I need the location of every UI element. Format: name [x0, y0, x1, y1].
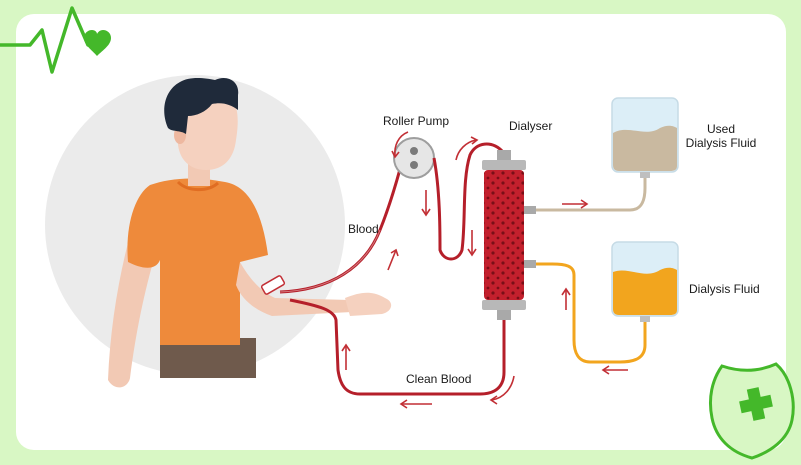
arrow-up-blood	[387, 248, 399, 271]
fresh-fluid-bag	[611, 241, 679, 322]
fresh-fluid-tube	[536, 262, 647, 364]
label-dialyser: Dialyser	[509, 119, 552, 133]
label-clean-blood: Clean Blood	[406, 372, 471, 386]
roller-pump	[393, 137, 435, 179]
arrow-down-tube	[421, 190, 431, 217]
dialyser	[482, 150, 536, 320]
pump-to-dialyser-tube	[432, 142, 505, 261]
arrow-up-clean	[341, 343, 351, 370]
label-used-fluid-line2: Dialysis Fluid	[686, 136, 757, 150]
patient-collar	[176, 180, 220, 192]
arrow-pump-left	[391, 131, 409, 159]
used-fluid-tube	[536, 172, 647, 212]
patient-figure	[108, 77, 392, 388]
arrow-right-used	[562, 199, 589, 209]
patient-hand	[345, 292, 392, 316]
arrow-down-clean	[489, 375, 515, 405]
label-roller-pump: Roller Pump	[383, 114, 449, 128]
arrow-left-clean	[399, 399, 432, 409]
patient-right-arm	[236, 262, 352, 316]
label-used-fluid-line1: Used	[707, 122, 735, 136]
medical-cross-shield-icon	[708, 362, 795, 460]
arrow-up-fresh	[561, 287, 571, 310]
clean-blood-tube	[289, 298, 506, 396]
arrow-left-fresh	[601, 365, 628, 375]
arm-catheter	[260, 275, 286, 295]
label-dialysis-fluid: Dialysis Fluid	[689, 282, 760, 296]
patient-left-arm	[108, 235, 155, 388]
label-blood: Blood	[348, 222, 379, 236]
patient-shirt	[127, 178, 268, 345]
patient-hair	[164, 77, 239, 134]
heartbeat-heart-icon	[0, 6, 111, 74]
arrow-down-tube-2	[467, 230, 477, 257]
arrow-up-tube	[455, 136, 479, 161]
flow-arrows	[341, 131, 628, 409]
used-fluid-bag	[611, 97, 679, 178]
